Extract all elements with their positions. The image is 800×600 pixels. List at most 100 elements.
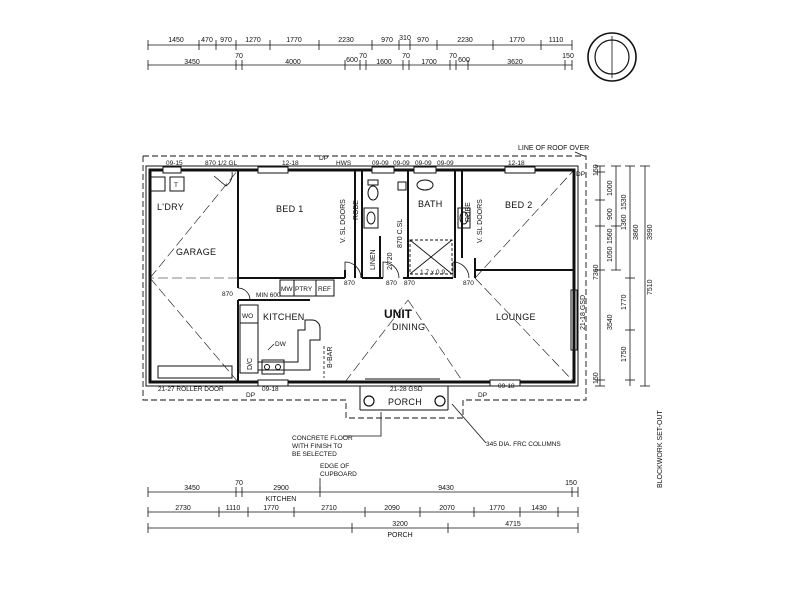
dim-label: 1000 [607, 180, 614, 196]
dp-label: DP [319, 155, 328, 162]
dim-label: 70 [235, 480, 243, 487]
dim-label: 150 [593, 164, 600, 176]
dim-label: 2070 [439, 505, 455, 512]
door-swing-icon [237, 261, 470, 301]
vertical-labels: LINEN ROBE ROBE V. SL DOORS V. SL DOORS … [247, 199, 664, 488]
vsl-doors-label: V. SL DOORS [477, 199, 484, 243]
window-label: 09-09 [415, 160, 432, 167]
shower-icon [409, 239, 453, 275]
right-dimension-inner-labels: 150 1000 900 1560 1050 1360 [593, 164, 628, 262]
dim-label: 1750 [621, 346, 628, 362]
room-labels: L'DRY GARAGE BED 1 BATH BED 2 KITCHEN UN… [157, 199, 536, 407]
dim-label: 1530 [621, 194, 628, 210]
dim-label: 2710 [321, 505, 337, 512]
hws-label: HWS [336, 160, 352, 167]
gsd-label: 21-18 GSD [580, 295, 587, 330]
room-bath-label: BATH [418, 199, 443, 209]
dim-label: 3540 [607, 314, 614, 330]
dim-label: 1770 [286, 37, 302, 44]
toilet-icon [367, 179, 379, 201]
window-label: 12-18 [282, 160, 299, 167]
dim-label: 150 [593, 372, 600, 384]
leader-line [451, 403, 487, 444]
dim-label: 900 [607, 208, 614, 220]
internal-walls [237, 170, 574, 382]
blockwork-label: BLOCKWORK SET-OUT [657, 409, 664, 488]
right-dimension-ticks [595, 165, 650, 387]
pantry-label: PTRY [295, 286, 313, 293]
csl-door-label: 870 C.SL [397, 219, 404, 248]
kitchen-cupboards [239, 279, 335, 374]
door-width-label: 870 [404, 280, 415, 287]
dim-label: 470 [201, 37, 213, 44]
dim-label: 3450 [184, 59, 200, 66]
wall-oven-label: WO [242, 313, 253, 320]
dim-label: 1110 [549, 37, 564, 44]
window-label: 09-09 [372, 160, 389, 167]
dim-label: 70 [235, 53, 243, 60]
dp-label: DP [478, 392, 487, 399]
dim-label: 1770 [621, 294, 628, 310]
top-dimension-row2-labels: 3450 70 4000 600 70 1600 70 1700 70 600 … [184, 53, 574, 66]
vsl-doors-label: V. SL DOORS [340, 199, 347, 243]
dim-label: 600 [346, 57, 358, 64]
room-laundry-label: L'DRY [157, 202, 184, 212]
dim-label: 7510 [647, 279, 654, 295]
dim-label: 1430 [531, 505, 547, 512]
dim-label: 1770 [263, 505, 279, 512]
door-width-label: 870 [344, 280, 355, 287]
right-dimension-mid-labels: 1530 3860 3990 [621, 194, 654, 240]
compass-icon [587, 32, 637, 82]
top-dimension-row1-labels: 1450 470 970 1270 1770 2230 970 310 970 … [168, 35, 563, 44]
unit-label: UNIT [384, 307, 413, 321]
dim-label: 4000 [285, 59, 301, 66]
dim-label: 1270 [245, 37, 261, 44]
dim-label: 3200 [392, 521, 408, 528]
window-label: 12-18 [508, 160, 525, 167]
dim-label: 3990 [647, 224, 654, 240]
roof-outline [142, 155, 587, 419]
room-bed2-label: BED 2 [505, 200, 533, 210]
room-linen-label: LINEN [370, 249, 377, 270]
dim-label: 70 [402, 53, 410, 60]
room-garage-label: GARAGE [176, 247, 216, 257]
dim-label: 1700 [421, 59, 437, 66]
dim-label: 2900 [273, 485, 289, 492]
dim-label: 1450 [168, 37, 184, 44]
laundry-tub-icon [150, 176, 185, 192]
window-label: 09-18 [498, 383, 515, 390]
bottom-dimension-ticks [147, 487, 579, 533]
dim-label: 2230 [338, 37, 354, 44]
top-dimension-ticks [147, 40, 573, 70]
windows-bottom [257, 379, 521, 387]
dim-label: 3860 [633, 224, 640, 240]
roller-door-label: 21-27 ROLLER DOOR [158, 386, 224, 393]
door-width-label: 870 [463, 280, 474, 287]
room-bed1-label: BED 1 [276, 204, 304, 214]
dim-label: 1600 [376, 59, 392, 66]
dc-label: D/C [247, 358, 254, 370]
dim-label: 7360 [593, 264, 600, 280]
roof-label: LINE OF ROOF OVER [518, 145, 589, 152]
columns-note: 345 DIA. FRC COLUMNS [486, 441, 561, 448]
bath-tub-icon [397, 179, 434, 191]
bottom-dimension-strings [148, 491, 578, 529]
garage-roller-door [157, 365, 233, 379]
dim-label: 970 [417, 37, 429, 44]
room-robe-label: ROBE [465, 202, 472, 222]
dim-sublabel: KITCHEN [266, 496, 297, 503]
right-dimension-outer-labels: 7360 7510 1770 3540 1750 150 [593, 264, 654, 384]
window-label: 09-09 [393, 160, 410, 167]
dim-label: 1770 [509, 37, 525, 44]
note-line: WITH FINISH TO [292, 443, 342, 450]
roof-hip-lines [149, 169, 575, 383]
dim-label: 970 [220, 37, 232, 44]
note-line: BE SELECTED [292, 451, 337, 458]
dim-label: 1050 [607, 246, 614, 262]
dim-label: 150 [565, 480, 577, 487]
bbar-label: B-BAR [327, 347, 334, 368]
right-dimension-strings [599, 166, 646, 386]
shower-size-label: 1.7 x 0.9 [420, 269, 445, 276]
dp-label: DP [246, 392, 255, 399]
